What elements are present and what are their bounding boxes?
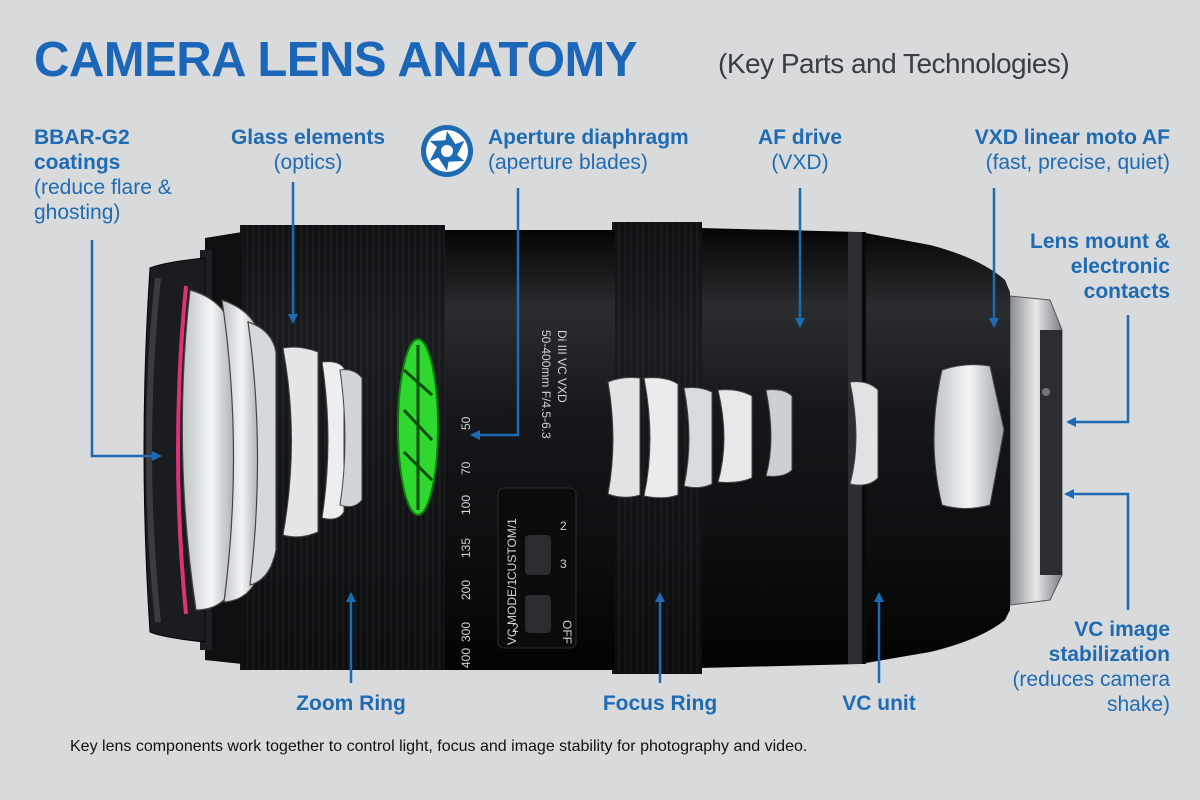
svg-text:400: 400 xyxy=(459,648,473,668)
svg-text:135: 135 xyxy=(459,538,473,558)
callout-vc-unit-title: VC unit xyxy=(842,692,916,715)
switch-2-label: 2 xyxy=(560,519,567,533)
callout-vc-stab: VC image stabilization (reduces camera s… xyxy=(990,617,1170,717)
page-subtitle: (Key Parts and Technologies) xyxy=(718,48,1070,79)
front-glass-group xyxy=(181,289,277,611)
callout-aperture-desc: (aperture blades) xyxy=(488,151,648,174)
callout-bbar: BBAR-G2 coatings (reduce flare & ghostin… xyxy=(34,125,214,225)
callout-af-drive: AF drive (VXD) xyxy=(720,125,880,175)
bbar-arrow xyxy=(90,240,162,461)
callout-arrows xyxy=(90,182,1130,683)
callout-glass: Glass elements (optics) xyxy=(208,125,408,175)
callout-aperture: Aperture diaphragm (aperture blades) xyxy=(488,125,748,175)
lens-series-text: Di III VC VXD xyxy=(555,330,569,403)
page-title: CAMERA LENS ANATOMY xyxy=(34,33,638,87)
callout-vc-unit: VC unit xyxy=(799,691,959,716)
callout-focus-title: Focus Ring xyxy=(602,692,718,715)
switch-2b-label: 2 xyxy=(512,621,519,635)
callout-bbar-title: BBAR-G2 coatings xyxy=(34,126,130,174)
callout-bbar-desc: (reduce flare & ghosting) xyxy=(34,176,172,224)
callout-focus: Focus Ring xyxy=(580,691,740,716)
svg-text:100: 100 xyxy=(459,495,473,515)
callout-vxd-desc: (fast, precise, quiet) xyxy=(985,151,1170,174)
svg-text:300: 300 xyxy=(459,622,473,642)
svg-text:50: 50 xyxy=(459,416,473,430)
vc-mode-switch[interactable] xyxy=(525,595,551,633)
switch-off-label: OFF xyxy=(560,620,574,644)
bbar-coating-line xyxy=(176,285,188,615)
callout-zoom-title: Zoom Ring xyxy=(296,692,406,715)
callout-mount-title: Lens mount & electronic contacts xyxy=(1030,230,1170,303)
svg-text:70: 70 xyxy=(459,461,473,475)
switch-vc-label: VC MODE/1 xyxy=(505,579,519,645)
callout-vc-stab-desc: (reduces camera shake) xyxy=(1012,668,1170,716)
lens-body: 50-400mm F/4.5-6.3 Di III VC VXD 50 70 1… xyxy=(143,222,1063,674)
callout-af-drive-title: AF drive xyxy=(757,126,843,149)
callout-vxd-title: VXD linear moto AF xyxy=(974,126,1170,149)
callout-glass-title: Glass elements xyxy=(230,126,386,149)
mount-arrow xyxy=(1066,315,1130,427)
svg-text:200: 200 xyxy=(459,580,473,600)
focus-glass-group xyxy=(607,377,879,499)
zoom-scale: 50 70 100 135 200 300 400 xyxy=(459,416,473,668)
vc-stab-arrow xyxy=(1064,489,1130,610)
caption: Key lens components work together to con… xyxy=(70,738,808,755)
callout-vxd: VXD linear moto AF (fast, precise, quiet… xyxy=(925,125,1170,175)
lens-model-text: 50-400mm F/4.5-6.3 xyxy=(539,330,553,439)
switch-custom-label: CUSTOM/1 xyxy=(505,518,519,580)
aperture-arrow xyxy=(470,188,520,440)
aperture-blades xyxy=(397,338,439,516)
custom-switch[interactable] xyxy=(525,535,551,575)
callout-vc-stab-title: VC image stabilization xyxy=(1048,618,1170,666)
callout-mount: Lens mount & electronic contacts xyxy=(1030,229,1170,304)
callout-zoom: Zoom Ring xyxy=(271,691,431,716)
callout-glass-desc: (optics) xyxy=(273,151,343,174)
callout-aperture-title: Aperture diaphragm xyxy=(488,126,689,149)
callout-af-drive-desc: (VXD) xyxy=(771,151,829,174)
rear-glass-group xyxy=(933,364,1005,509)
glass-elements-group xyxy=(282,346,363,538)
aperture-icon xyxy=(421,125,473,177)
switch-3-label: 3 xyxy=(560,557,567,571)
